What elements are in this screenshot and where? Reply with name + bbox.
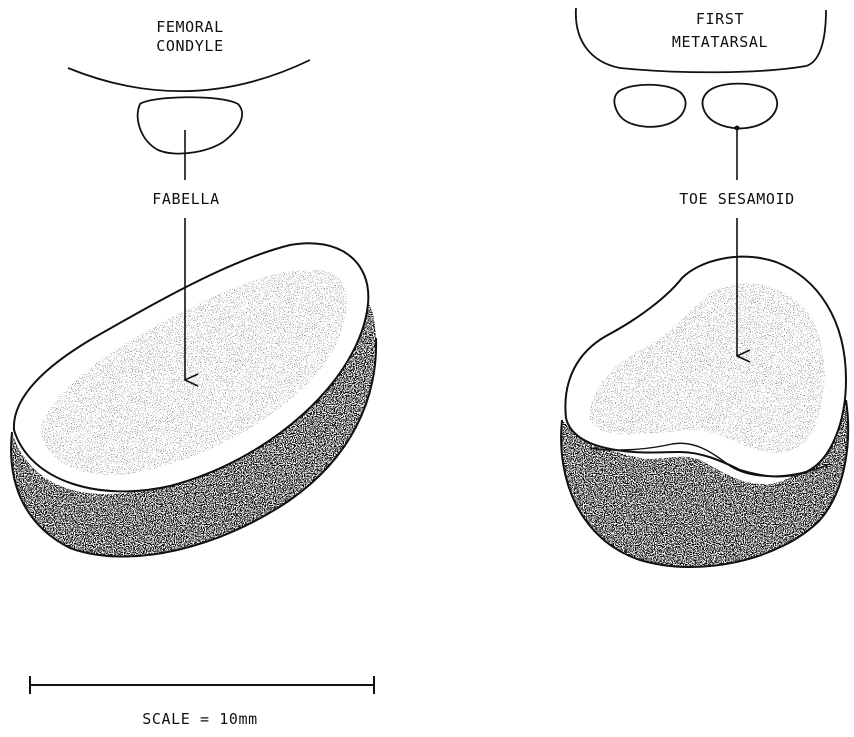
scale-bar: [30, 676, 374, 694]
femoral-condyle-label-line1: FEMORAL: [140, 18, 240, 36]
first-metatarsal-label-line1: FIRST: [660, 10, 780, 28]
femoral-condyle-label-line2: CONDYLE: [140, 37, 240, 55]
scale-label: SCALE = 10mm: [100, 710, 300, 728]
sesamoid-small-left: [614, 85, 685, 127]
fabella-small-outline: [138, 97, 242, 153]
fabella-diagram: [11, 60, 376, 557]
femoral-condyle-outline: [68, 60, 310, 91]
toe-sesamoid-diagram: [561, 8, 848, 567]
toe-sesamoid-label: TOE SESAMOID: [612, 190, 854, 208]
first-metatarsal-label-line2: METATARSAL: [645, 33, 795, 51]
fabella-label: FABELLA: [126, 190, 246, 208]
sesamoid-small-right: [703, 84, 778, 129]
